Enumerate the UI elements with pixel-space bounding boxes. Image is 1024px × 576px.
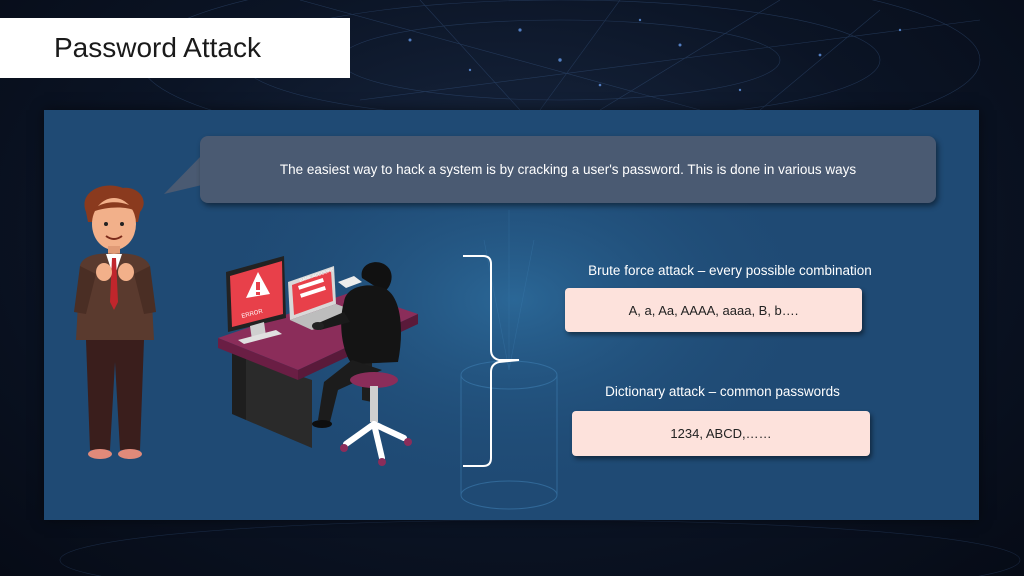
brute-force-label: Brute force attack – every possible comb…: [588, 263, 872, 278]
title-box: Password Attack: [0, 18, 350, 78]
dictionary-example-box: 1234, ABCD,……: [572, 411, 870, 456]
dictionary-label: Dictionary attack – common passwords: [605, 384, 840, 399]
dictionary-example: 1234, ABCD,……: [670, 426, 772, 441]
brute-force-example: A, a, Aa, AAAA, aaaa, B, b….: [628, 302, 799, 318]
brute-force-example-box: A, a, Aa, AAAA, aaaa, B, b….: [565, 288, 862, 332]
speech-text: The easiest way to hack a system is by c…: [279, 162, 857, 177]
error-text: ERROR: [241, 309, 264, 320]
hacker-at-desk-icon: ERROR BANK ACCOUNT: [218, 256, 418, 466]
speech-bubble: The easiest way to hack a system is by c…: [200, 136, 936, 203]
speech-bubble-tail-icon: [164, 155, 202, 194]
brace-icon: [463, 255, 520, 467]
presenter-man-icon: [74, 185, 156, 459]
error-monitor-icon: [226, 256, 286, 344]
laptop-icon: [288, 266, 358, 330]
slide-title: Password Attack: [54, 32, 261, 63]
